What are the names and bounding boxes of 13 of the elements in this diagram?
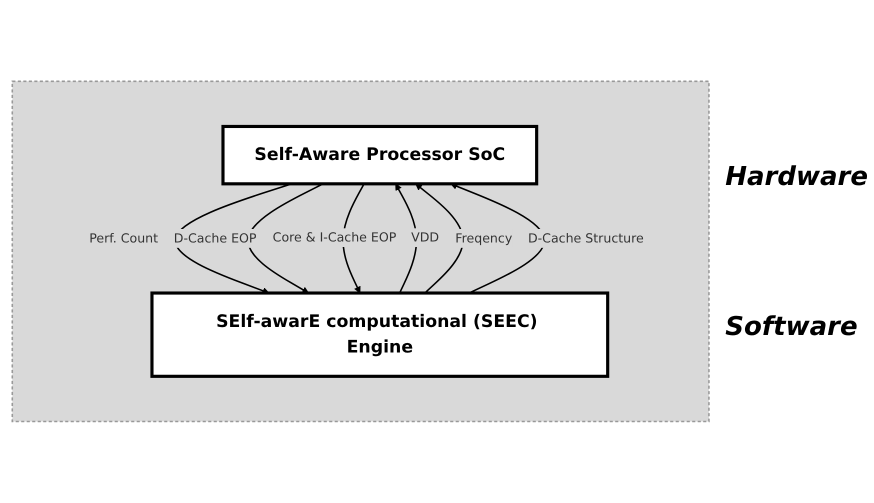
edge-label: Freqency	[455, 230, 512, 246]
arrow	[450, 183, 546, 294]
edge-label: VDD	[411, 230, 440, 245]
edge-label: Perf. Count	[89, 230, 158, 246]
edge-label: D-Cache Structure	[528, 230, 644, 246]
node-box: Self-Aware Processor SoC	[221, 125, 538, 186]
edge-label: D-Cache EOP	[174, 230, 257, 246]
section-label: Hardware	[725, 162, 868, 192]
section-label: Software	[725, 312, 859, 342]
node-box: SElf-awarE computational (SEEC) Engine	[150, 292, 610, 378]
cluster	[12, 80, 710, 422]
arrow	[247, 183, 324, 294]
edge-label: Core & I-Cache EOP	[272, 230, 396, 245]
